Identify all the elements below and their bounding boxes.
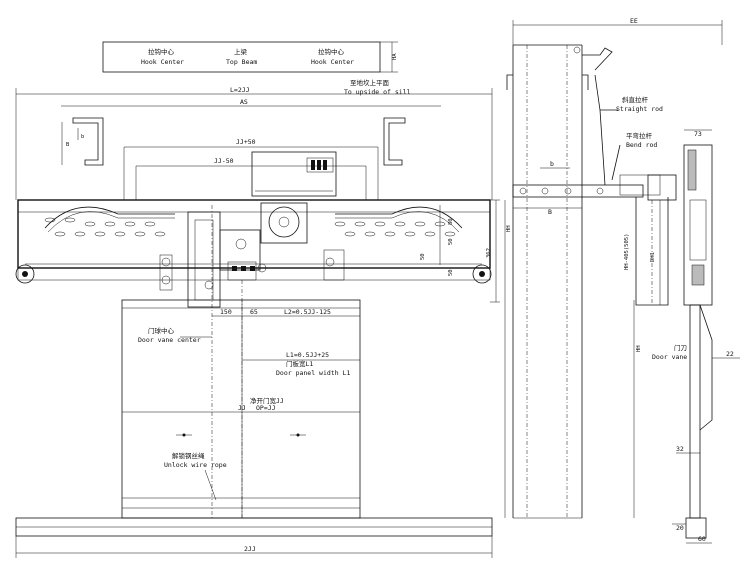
unlock-rope-cn: 解锁钢丝绳	[172, 451, 205, 460]
straight-rod-en: Straight rod	[616, 105, 663, 113]
dim-2jj: 2JJ	[244, 545, 256, 553]
side-sill	[685, 517, 707, 539]
top-beam-en: Top Beam	[226, 58, 257, 66]
motor-housing	[260, 202, 308, 244]
door-vane-mechanism	[187, 211, 221, 308]
dim-ee: EE	[630, 17, 638, 25]
straight-rod-cn: 斜直拉杆	[622, 95, 649, 104]
dim-l-2jj: L=2JJ	[230, 86, 250, 94]
dim-362: 362	[486, 248, 492, 258]
sill-en: To upside of sill	[344, 88, 411, 96]
dim-hh-405: HH-405(505)	[624, 234, 630, 270]
dim-hh: HH	[506, 225, 512, 232]
hook-center2-cn: 拉钩中心	[318, 47, 345, 56]
unlock-rope-en: Unlock wire rope	[164, 461, 227, 469]
side-door-panel	[689, 304, 701, 519]
top-beam-label-box	[102, 41, 381, 73]
hook-center2-en: Hook Center	[311, 58, 354, 66]
dim-jj50m: JJ-50	[214, 157, 234, 165]
svg-text:50: 50	[420, 253, 426, 260]
dim-20: 20	[676, 524, 684, 532]
right-drag-chain	[335, 206, 463, 229]
dim-hh2: HH	[636, 345, 642, 352]
dim-ha: HA	[392, 53, 398, 60]
dim-60: 60	[698, 535, 706, 543]
dim-80: 80	[448, 218, 454, 225]
dim-b-small: b	[550, 160, 554, 168]
dim-65: 65	[250, 308, 258, 316]
clear-open-cn: 净开门宽JJ	[250, 396, 284, 405]
panel-width-cn: 门板宽L1	[286, 359, 313, 368]
dim-as: AS	[240, 98, 248, 106]
dim-32: 32	[676, 445, 684, 453]
dim-50: 50	[448, 238, 454, 245]
left-drag-chain	[44, 206, 175, 229]
svg-text:b: b	[81, 134, 84, 140]
hook-center-cn: 拉钩中心	[148, 47, 175, 56]
dim-jj: JJ	[238, 404, 246, 412]
left-pulley	[15, 264, 35, 284]
door-vane-cn: 门刀	[674, 343, 687, 352]
dim-b-side: B	[548, 208, 552, 216]
bend-rod-cn: 平弯拉杆	[626, 131, 653, 140]
controller-box	[251, 151, 337, 197]
panel-width-en: Door panel width L1	[276, 369, 350, 377]
dim-22: 22	[726, 350, 734, 358]
dim-op: OP=JJ	[256, 404, 276, 412]
motor-pulley	[268, 206, 300, 238]
bend-rod-en: Bend rod	[626, 141, 657, 149]
side-bracket	[512, 184, 644, 198]
dim-l2: L2=0.5JJ-125	[284, 308, 331, 316]
svg-text:50: 50	[448, 269, 454, 276]
door-vane-center-cn: 门球中心	[148, 326, 175, 335]
hook-center-en: Hook Center	[141, 58, 184, 66]
door-vane-en: Door vane	[652, 353, 687, 361]
door-vane-center-en: Door vane center	[138, 336, 201, 344]
right-pulley	[472, 264, 492, 284]
dim-dh1: DH1	[650, 252, 656, 262]
dim-l1: L1=0.5JJ+25	[286, 351, 329, 359]
dim-jj50p: JJ+50	[236, 138, 256, 146]
top-beam-cn: 上梁	[234, 47, 248, 56]
dim-b: B	[66, 142, 70, 148]
dim-150: 150	[220, 308, 232, 316]
dim-73: 73	[694, 130, 702, 138]
sill-cn: 至地坎上平面	[350, 78, 390, 87]
